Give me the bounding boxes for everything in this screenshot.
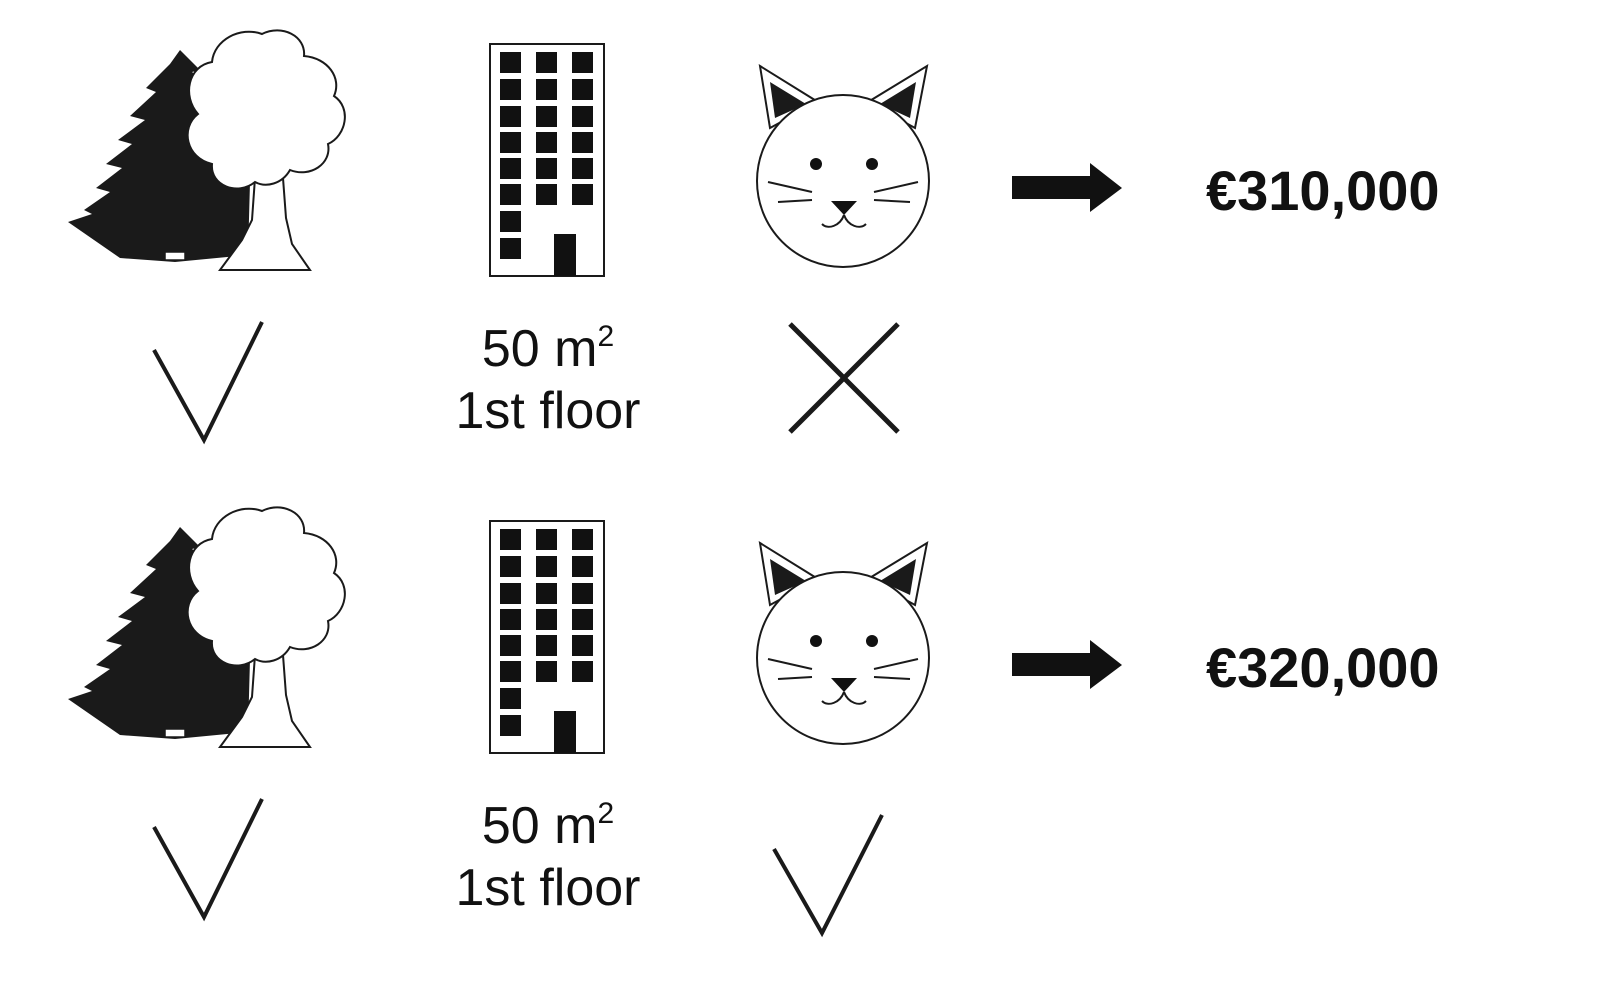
checkmark-icon: [152, 321, 264, 445]
x-mark-icon: [788, 322, 900, 434]
listing-1-area: 50 m2 1st floor: [430, 318, 666, 442]
listing-1-price: €310,000: [1206, 159, 1440, 222]
checkmark-icon: [772, 814, 884, 938]
area-superscript: 2: [597, 797, 615, 830]
trees-icon: [67, 29, 346, 272]
trees-icon: [67, 506, 346, 748]
checkmark-icon: [152, 798, 264, 922]
apartment-building-icon: [489, 43, 605, 277]
apartment-building-icon: [489, 520, 605, 754]
listing-2-area: 50 m2 1st floor: [430, 795, 666, 919]
floor-label: 1st floor: [455, 382, 641, 440]
listing-2-price: €320,000: [1206, 636, 1440, 699]
right-arrow-icon: [1012, 163, 1122, 212]
right-arrow-icon: [1012, 640, 1122, 689]
cat-icon: [756, 542, 930, 745]
floor-label: 1st floor: [455, 859, 641, 917]
listing-2-graphics: [67, 506, 1122, 938]
cat-icon: [756, 65, 930, 268]
area-label: 50 m2: [481, 320, 615, 378]
area-label: 50 m2: [481, 797, 615, 855]
area-superscript: 2: [597, 320, 615, 353]
